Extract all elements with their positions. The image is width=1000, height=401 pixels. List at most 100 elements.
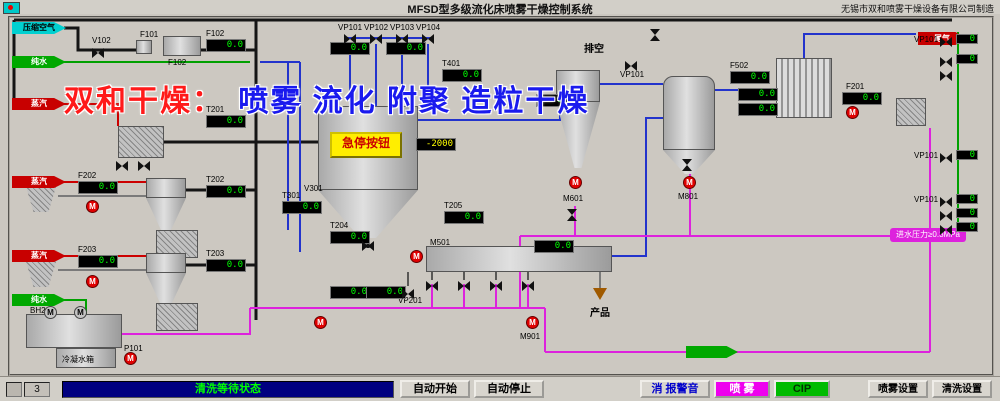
value-display: 0.0 [842, 92, 882, 105]
flow-arrow-compressed-air: 压缩空气 [12, 22, 66, 34]
valve-icon[interactable] [625, 58, 637, 71]
valve-icon[interactable] [940, 54, 952, 67]
motor-icon[interactable]: M [124, 352, 137, 365]
equipment-label: VP101 [914, 151, 939, 160]
status-bar: 3 清洗等待状态 自动开始 自动停止 消 报警音 喷 雾 CIP 喷雾设置 清洗… [0, 376, 1000, 401]
flow-arrow-steam-1: 蒸汽 [12, 98, 66, 110]
valve-icon[interactable] [522, 278, 534, 291]
flow-arrow-pure-water-2: 纯水 [12, 294, 66, 306]
motor-icon[interactable]: M [74, 306, 87, 319]
equipment-label: 产品 [590, 308, 610, 319]
status-strip: 清洗等待状态 [62, 381, 394, 398]
equipment-label: P101 [124, 344, 143, 353]
auto-stop-button[interactable]: 自动停止 [474, 380, 544, 398]
cyclone-b-body [146, 253, 186, 273]
equipment-label: F101 [140, 30, 159, 39]
mute-alarm-button[interactable]: 消 报警音 [640, 380, 710, 398]
valve-icon[interactable] [940, 68, 952, 81]
value-display: 0.0 [386, 42, 426, 55]
valve-icon[interactable] [426, 278, 438, 291]
value-display: -2000 [416, 138, 456, 151]
equipment-label: VP101 [914, 195, 939, 204]
equipment-label: F201 [846, 82, 865, 91]
motor-icon[interactable]: M [86, 275, 99, 288]
watermark-brand: 双和干燥： [64, 85, 224, 118]
valve-icon[interactable] [650, 29, 663, 41]
valve-icon[interactable] [92, 45, 104, 58]
value-display: 0 [956, 208, 978, 218]
equipment-label: VP104 [416, 23, 441, 32]
motor-icon[interactable]: M [683, 176, 696, 189]
fluid-bed [426, 246, 612, 272]
equipment-label: 排空 [584, 44, 604, 55]
equipment-label: F102 [168, 58, 187, 67]
filter-box-right [896, 98, 926, 126]
value-display: 0.0 [738, 88, 778, 101]
flow-arrow-tail-gas: 尾气 [918, 32, 966, 45]
valve-icon[interactable] [370, 31, 382, 44]
motor-icon[interactable]: M [44, 306, 57, 319]
cyclone-a-body [146, 178, 186, 198]
equipment-label: 冷凝水箱 [62, 355, 94, 364]
valve-icon[interactable] [458, 278, 470, 291]
manufacturer-label: 无锡市双和喷雾干燥设备有限公司制造 [840, 4, 994, 14]
value-display: 0.0 [738, 103, 778, 116]
equipment-label: VP101 [914, 35, 939, 44]
motor-icon[interactable]: M [314, 316, 327, 329]
valve-icon[interactable] [940, 150, 952, 163]
equipment-label: M801 [678, 192, 699, 201]
valve-icon[interactable] [940, 34, 952, 47]
app-icon [3, 2, 20, 14]
equipment-label: VP103 [390, 23, 415, 32]
clean-settings-button[interactable]: 清洗设置 [932, 380, 992, 398]
watermark-slogan: 喷雾 流化 附聚 造粒干燥 [238, 85, 590, 118]
spray-button[interactable]: 喷 雾 [714, 380, 770, 398]
valve-icon[interactable] [116, 158, 128, 171]
valve-icon[interactable] [422, 31, 434, 44]
motor-icon[interactable]: M [410, 250, 423, 263]
valve-icon[interactable] [138, 158, 150, 171]
motor-icon[interactable]: M [846, 106, 859, 119]
equipment-label: M901 [520, 332, 541, 341]
tank-bh201 [26, 314, 122, 348]
cip-water-inlet-badge: 进水压力≥0.3MPa [890, 228, 966, 242]
auto-start-button[interactable]: 自动开始 [400, 380, 470, 398]
equipment-label: BH201 [30, 306, 55, 315]
cyclone-2-body [663, 76, 715, 150]
product-outlet-arrow [593, 288, 607, 300]
page-indicator[interactable]: 3 [24, 382, 50, 397]
motor-icon[interactable]: M [526, 316, 539, 329]
spray-settings-button[interactable]: 喷雾设置 [868, 380, 928, 398]
value-display: 0 [956, 194, 978, 204]
heater-b [156, 303, 198, 331]
cip-button[interactable]: CIP [774, 380, 830, 398]
value-display: 0.0 [536, 94, 576, 107]
valve-icon[interactable] [940, 222, 952, 235]
value-display: 0.0 [534, 240, 574, 253]
valve-icon[interactable] [344, 31, 356, 44]
valve-icon[interactable] [682, 159, 695, 171]
valve-icon[interactable] [396, 31, 408, 44]
motor-icon[interactable]: M [86, 200, 99, 213]
flow-arrow-steam-2: 蒸汽 [12, 176, 66, 188]
valve-icon[interactable] [940, 194, 952, 207]
motor-icon[interactable]: M [569, 176, 582, 189]
valve-icon[interactable] [940, 208, 952, 221]
valve-icon[interactable] [362, 238, 374, 251]
emergency-stop-button[interactable]: 急停按钮 [330, 132, 402, 158]
bag-filter [776, 58, 832, 118]
equipment-label: VP201 [398, 296, 423, 305]
valve-icon[interactable] [402, 286, 414, 299]
equipment-label: V301 [304, 184, 323, 193]
equipment-label: VP101 [338, 23, 363, 32]
valve-icon[interactable] [567, 209, 580, 221]
filter-f102 [163, 36, 201, 56]
valve-icon[interactable] [490, 278, 502, 291]
